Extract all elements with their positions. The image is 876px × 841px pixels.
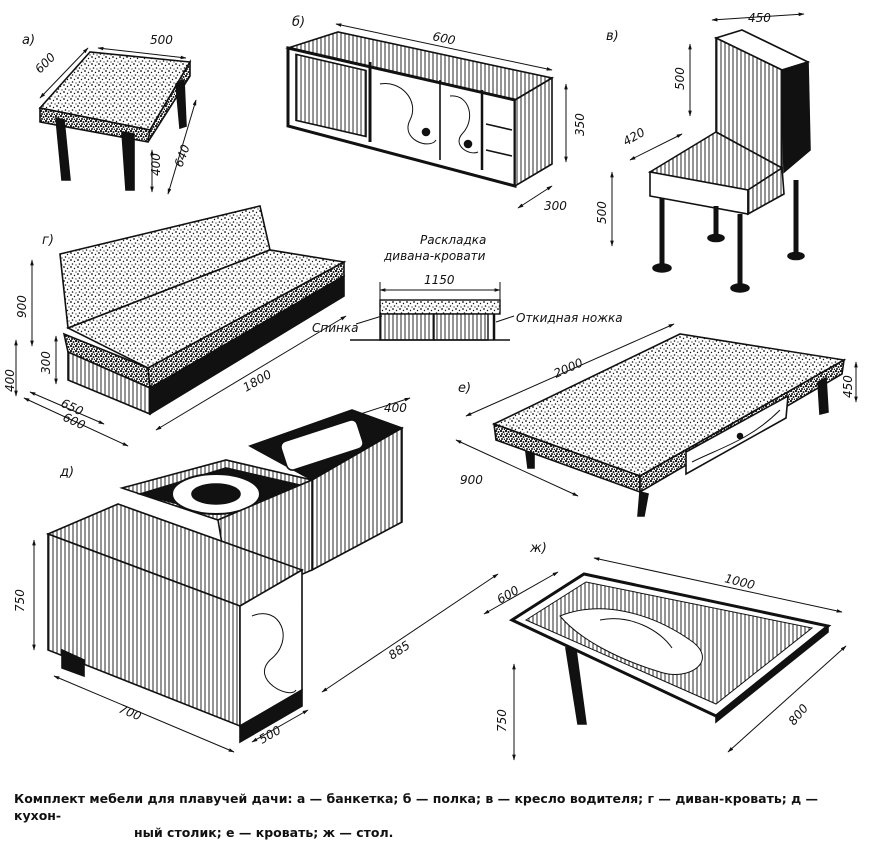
item-d-letter: д): [59, 465, 74, 480]
item-g-letter: г): [42, 233, 54, 248]
dim-a-diagonal: 640: [172, 142, 193, 169]
dim-a-height: 400: [149, 153, 163, 176]
dim-e-length: 2000: [552, 355, 586, 380]
item-d-kitchen-table: д): [32, 397, 499, 753]
dim-b-height: 350: [573, 113, 587, 136]
dim-zh-length: 1000: [723, 571, 756, 592]
unfold-label-back: Спинка: [312, 321, 358, 335]
dim-b-length: 600: [431, 29, 457, 48]
item-e-letter: е): [458, 381, 471, 396]
dim-zh-height: 750: [495, 709, 509, 732]
dim-zh-width: 600: [495, 583, 522, 607]
item-g-sofa-bed: г): [14, 205, 347, 447]
item-v-chair: в): [606, 12, 811, 293]
item-a-letter: а): [22, 33, 35, 48]
dim-d-span: 885: [386, 638, 413, 662]
unfold-title-line2: дивана-кровати: [383, 249, 486, 263]
dim-v-back-height: 500: [673, 67, 687, 90]
item-v-letter: в): [606, 29, 619, 44]
figure-caption: Комплект мебели для плавучей дачи: а — б…: [14, 790, 864, 841]
dim-v-seat-depth: 420: [621, 125, 648, 149]
dim-e-height: 450: [841, 375, 855, 398]
dim-d-stove-depth: 400: [384, 401, 407, 415]
caption-line-2: ный столик; е — кровать; ж — стол.: [134, 825, 394, 840]
unfold-label-leg: Откидная ножка: [516, 311, 623, 325]
item-b-letter: б): [292, 15, 305, 30]
caption-line-1: Комплект мебели для плавучей дачи: а — б…: [14, 791, 819, 823]
item-b-shelf: б): [284, 15, 568, 209]
dim-zh-diagonal: 800: [786, 701, 812, 728]
item-zh-letter: ж): [529, 541, 547, 556]
dim-g-total-depth: 600: [61, 410, 88, 433]
item-a-bench: а): [22, 33, 197, 195]
dim-a-width: 500: [150, 33, 173, 47]
dim-b-depth: 300: [544, 199, 567, 213]
dim-g-length: 1800: [241, 367, 275, 395]
sofa-unfold-section: Раскладка дивана-кровати Спинка Откидная…: [312, 233, 623, 341]
dim-d-length: 700: [117, 702, 144, 724]
dim-unfold-width: 1150: [424, 273, 455, 287]
item-zh-table: ж): [483, 541, 847, 761]
dim-a-depth: 600: [32, 50, 58, 76]
dim-g-seat-thick: 300: [39, 351, 53, 374]
dim-v-seat-height: 500: [595, 201, 609, 224]
unfold-title-line1: Раскладка: [420, 233, 486, 247]
dim-g-seat-height: 400: [3, 369, 17, 392]
dim-d-height: 750: [13, 589, 27, 612]
dim-v-width: 450: [748, 11, 771, 25]
item-e-bed: е): [455, 323, 858, 517]
dim-g-back-height: 900: [15, 295, 29, 318]
dim-e-width: 900: [460, 473, 483, 487]
